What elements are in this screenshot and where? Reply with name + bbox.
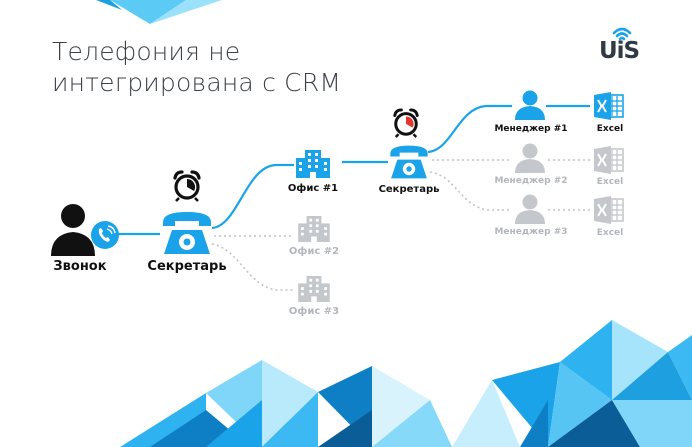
office-building-icon bbox=[298, 276, 330, 302]
logo-text: UiS bbox=[599, 38, 640, 64]
office2-label: Офис #2 bbox=[288, 246, 340, 257]
excel2-label: Excel bbox=[596, 177, 624, 187]
caller-icon bbox=[48, 202, 120, 258]
telephone-icon bbox=[160, 210, 214, 256]
office-building-icon bbox=[298, 216, 330, 242]
excel3-label: Excel bbox=[596, 228, 624, 238]
excel-icon bbox=[594, 196, 624, 224]
secretary-office-label: Секретарь bbox=[378, 184, 440, 195]
manager-person-icon bbox=[514, 143, 546, 173]
manager-person-icon bbox=[514, 194, 546, 224]
excel-icon bbox=[594, 146, 624, 174]
excel1-label: Excel bbox=[596, 124, 624, 134]
slide-title: Телефония не интегрирована с CRM bbox=[52, 36, 341, 98]
alarm-clock-icon bbox=[392, 108, 420, 138]
manager1-label: Менеджер #1 bbox=[494, 124, 568, 134]
office3-label: Офис #3 bbox=[288, 306, 340, 317]
telephone-icon bbox=[388, 144, 430, 180]
alarm-clock-icon bbox=[172, 170, 202, 202]
uis-logo: UiS bbox=[596, 24, 646, 66]
caller-label: Звонок bbox=[53, 259, 107, 274]
office-building-icon bbox=[296, 150, 330, 178]
office1-label: Офис #1 bbox=[287, 183, 339, 194]
title-line-2: интегрирована с CRM bbox=[52, 68, 342, 97]
manager3-label: Менеджер #3 bbox=[494, 227, 568, 237]
excel-icon bbox=[594, 92, 624, 120]
manager-person-icon bbox=[514, 90, 546, 120]
manager2-label: Менеджер #2 bbox=[494, 176, 568, 186]
title-line-1: Телефония не bbox=[52, 37, 241, 66]
secretary-main-label: Секретарь bbox=[147, 259, 227, 274]
wifi-icon bbox=[612, 27, 632, 41]
